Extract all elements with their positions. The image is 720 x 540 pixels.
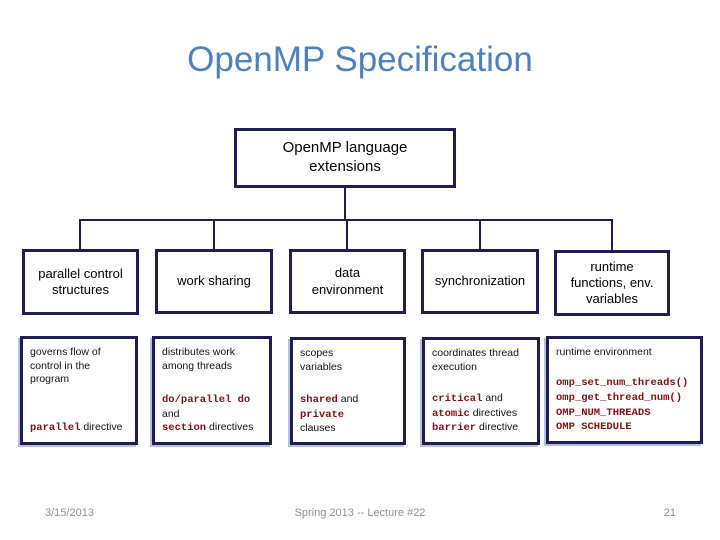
category-label: parallel control structures — [38, 265, 123, 297]
code-line: shared and — [300, 393, 359, 407]
detail-description: governs flow of control in the program — [30, 346, 101, 386]
detail-description: scopes variables — [300, 347, 343, 373]
connector-drop-3 — [346, 219, 348, 250]
code-line: clauses — [300, 422, 336, 435]
code-line: OMP SCHEDULE — [556, 421, 632, 434]
code-line: parallel directive — [30, 421, 123, 435]
detail-box-work-sharing: distributes work among threads do/parall… — [152, 336, 272, 445]
connector-trunk — [344, 188, 346, 220]
detail-box-runtime-environment: runtime environment omp_set_num_threads(… — [546, 336, 703, 444]
connector-drop-4 — [479, 219, 481, 250]
detail-code: parallel directive — [30, 421, 129, 436]
code-line: section directives — [162, 421, 254, 435]
code-line: OMP_NUM_THREADS — [556, 406, 651, 419]
detail-description: runtime environment — [556, 346, 652, 358]
footer-date: 3/15/2013 — [45, 507, 94, 519]
category-label: runtime functions, env. variables — [570, 258, 654, 307]
category-label: synchronization — [434, 273, 526, 289]
category-box-synchronization: synchronization — [421, 249, 539, 314]
connector-drop-1 — [79, 219, 81, 250]
category-box-parallel-control: parallel control structures — [22, 249, 139, 315]
code-line: and — [162, 407, 180, 420]
code-line: omp_get_thread_num() — [556, 392, 683, 405]
detail-box-parallel-control: governs flow of control in the program p… — [20, 336, 138, 445]
footer-lecture: Spring 2013 -- Lecture #22 — [294, 507, 426, 519]
root-box-label: OpenMP language extensions — [282, 139, 408, 175]
category-box-runtime-functions: runtime functions, env. variables — [554, 250, 670, 316]
detail-box-synchronization: coordinates thread execution critical an… — [422, 337, 540, 445]
slide-title: OpenMP Specification — [187, 40, 533, 79]
code-line: private — [300, 408, 345, 421]
category-box-work-sharing: work sharing — [155, 249, 273, 314]
detail-description: coordinates thread execution — [432, 347, 519, 373]
footer-page-number: 21 — [663, 507, 676, 519]
connector-drop-2 — [213, 219, 215, 250]
code-line: barrier directive — [432, 421, 519, 435]
detail-description: distributes work among threads — [162, 346, 235, 372]
category-label: work sharing — [177, 273, 251, 289]
code-line: omp_set_num_threads() — [556, 377, 689, 390]
root-box: OpenMP language extensions — [234, 128, 456, 188]
code-line: do/parallel do — [162, 394, 251, 407]
category-box-data-environment: data environment — [289, 249, 406, 314]
category-label: data environment — [311, 265, 384, 297]
connector-drop-5 — [611, 219, 613, 251]
detail-code: omp_set_num_threads() omp_get_thread_num(… — [556, 376, 694, 435]
code-line: atomic directives — [432, 406, 518, 420]
code-line: critical and — [432, 392, 503, 406]
